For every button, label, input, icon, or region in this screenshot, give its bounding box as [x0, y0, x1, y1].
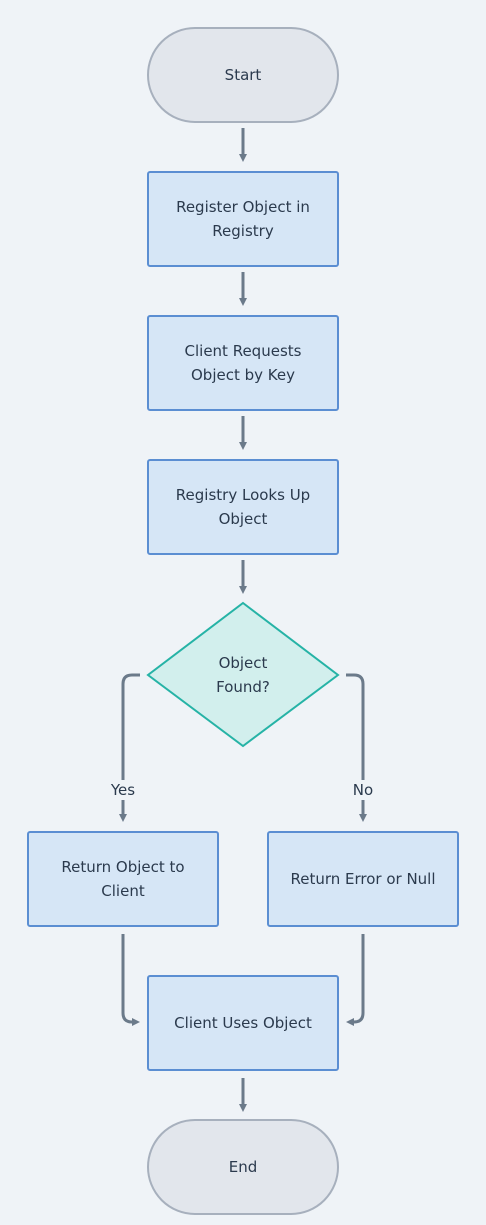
end-label: End [228, 1158, 258, 1176]
start-label: Start [224, 66, 262, 84]
return-error-node: Return Error or Null [267, 831, 459, 927]
client-request-label: Client Requests Object by Key [184, 342, 302, 384]
decision-label: Object Found? [216, 654, 270, 696]
client-uses-object-label: Client Uses Object [174, 1014, 312, 1032]
arrow-return-object-to-uses [121, 934, 140, 1026]
registry-lookup-label: Registry Looks Up Object [175, 486, 311, 528]
no-branch-label: No [346, 780, 380, 800]
return-error-label: Return Error or Null [290, 870, 436, 888]
registry-lookup-node: Registry Looks Up Object [147, 459, 339, 555]
arrow-return-error-to-uses [346, 934, 365, 1026]
end-node: End [147, 1119, 339, 1215]
client-request-node: Client Requests Object by Key [147, 315, 339, 411]
yes-branch-label: Yes [104, 780, 142, 800]
arrow-decision-yes [119, 673, 140, 822]
register-object-node: Register Object in Registry [147, 171, 339, 267]
return-object-node: Return Object to Client [27, 831, 219, 927]
decision-node: Object Found? [193, 645, 293, 705]
decision-diamond-shape [146, 601, 340, 748]
register-object-label: Register Object in Registry [176, 198, 310, 240]
return-object-label: Return Object to Client [61, 858, 185, 900]
arrow-decision-no [346, 673, 367, 822]
start-node: Start [147, 27, 339, 123]
client-uses-object-node: Client Uses Object [147, 975, 339, 1071]
